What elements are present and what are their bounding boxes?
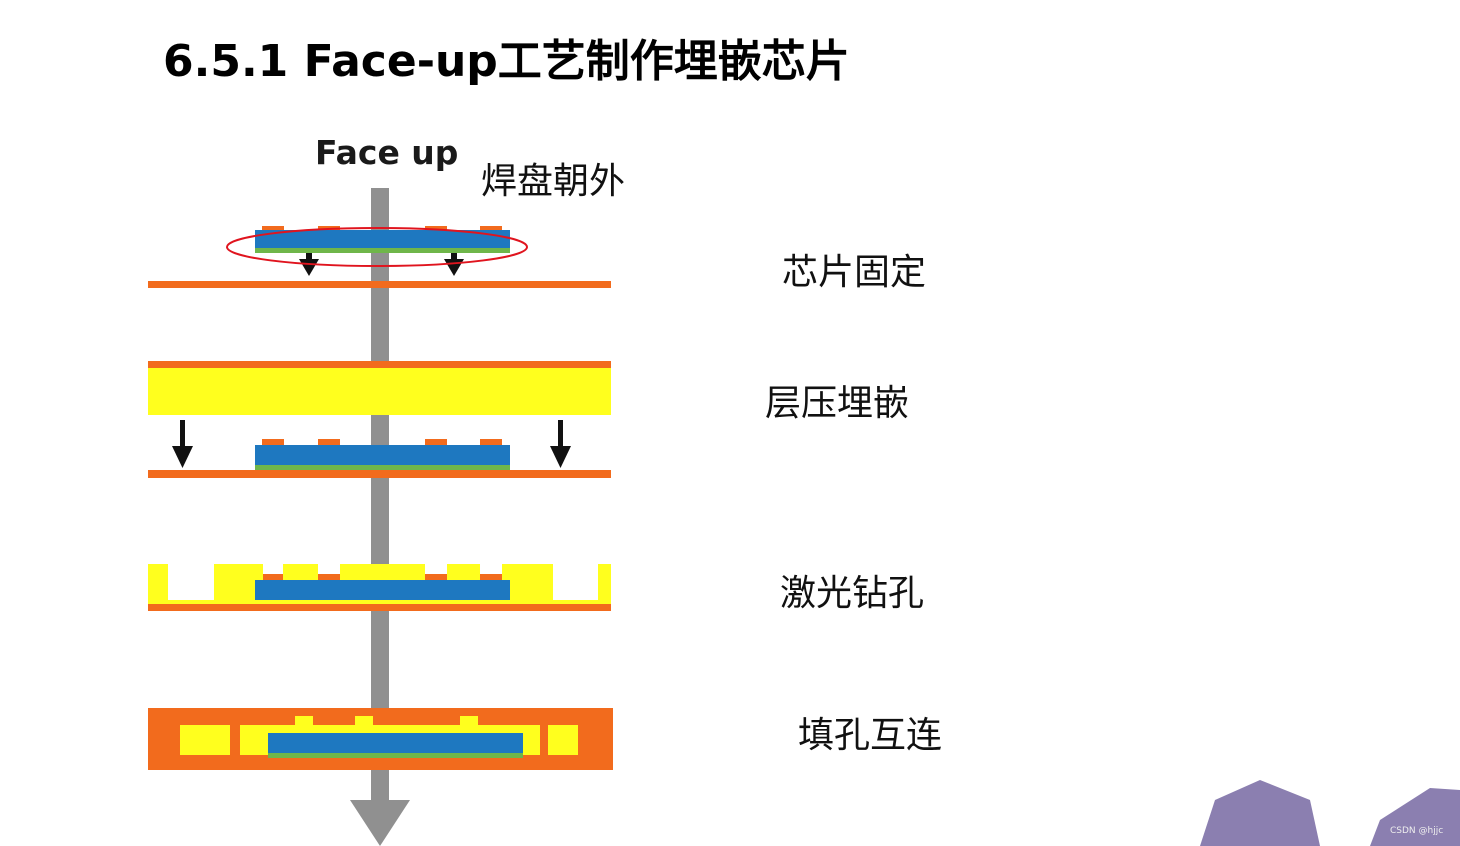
step-label-chip-attach: 芯片固定 [782, 252, 927, 293]
face-up-label: Face up [315, 133, 459, 172]
step-label-lamination: 层压埋嵌 [765, 383, 910, 424]
decorative-hexagons [1200, 780, 1460, 846]
slide-title: 6.5.1 Face-up工艺制作埋嵌芯片 [163, 36, 850, 87]
flow-arrow [350, 188, 410, 846]
pad-note-label: 焊盘朝外 [481, 161, 626, 202]
step-1-chip-attach [148, 226, 611, 288]
watermark: CSDN @hjjc [1390, 826, 1444, 836]
pad-highlight-ellipse [226, 227, 528, 267]
step-4-via-fill [148, 708, 613, 770]
step-2-lamination [148, 361, 611, 478]
step-label-via-fill: 填孔互连 [798, 715, 943, 756]
step-3-laser-drilling [148, 562, 611, 611]
step-label-laser-drilling: 激光钻孔 [780, 573, 925, 614]
